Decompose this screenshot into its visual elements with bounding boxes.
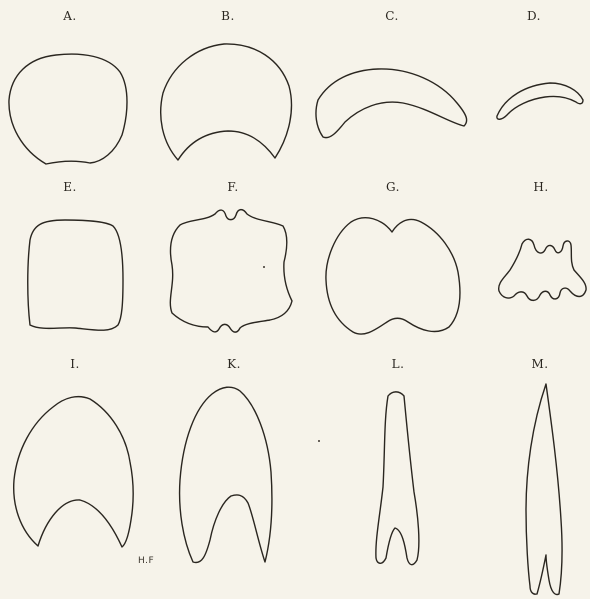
outline-a: [9, 54, 127, 164]
outline-g: [326, 218, 460, 334]
outline-m: [526, 384, 562, 594]
outline-b: [161, 44, 292, 160]
outline-i: [14, 397, 133, 547]
outline-h: [499, 239, 586, 300]
outline-e: [28, 220, 123, 330]
outline-k: [180, 387, 272, 562]
outline-l: [376, 392, 419, 565]
outline-d: [497, 83, 583, 119]
outline-f: [170, 210, 292, 333]
outline-c: [316, 69, 467, 138]
